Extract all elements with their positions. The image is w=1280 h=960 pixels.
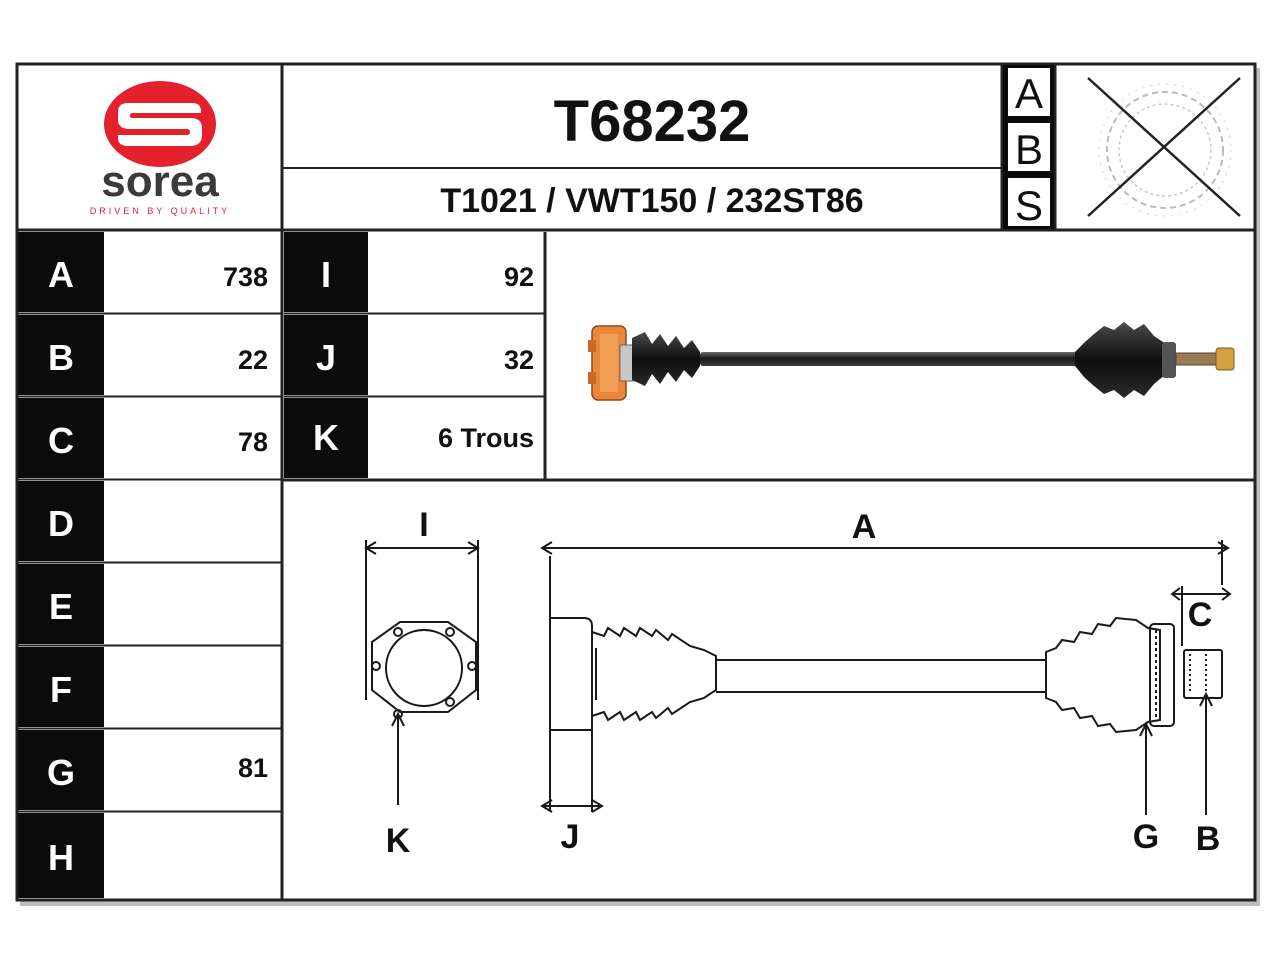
- specs-right-table: I 92 J 32 K 6 Trous: [282, 232, 1255, 482]
- spec-key: H: [48, 837, 74, 878]
- spec-row-k: K 6 Trous: [284, 398, 534, 478]
- part-number: T68232: [554, 89, 751, 154]
- stub-axle: [1175, 352, 1223, 366]
- shaft: [700, 352, 1090, 366]
- dim-label-k: K: [386, 822, 411, 860]
- spec-row-a: A 738: [18, 232, 268, 312]
- axle-nut: [1215, 347, 1235, 371]
- spec-key: I: [321, 254, 331, 295]
- dim-label-c: C: [1188, 596, 1213, 634]
- brand-tagline: DRIVEN BY QUALITY: [90, 206, 230, 216]
- outer-joint: [1162, 342, 1176, 378]
- diagram-labels: I A C K J G B: [386, 506, 1221, 860]
- dim-label-b: B: [1196, 820, 1221, 858]
- abs-letter-s: S: [1015, 182, 1043, 229]
- inner-flange: [588, 325, 635, 401]
- spec-key: E: [49, 586, 73, 627]
- spec-value: 81: [238, 753, 268, 783]
- dim-label-a: A: [852, 508, 877, 546]
- spec-row-f: F: [18, 647, 104, 727]
- spec-row-e: E: [18, 564, 104, 644]
- spec-row-i: I 92: [284, 232, 534, 312]
- spec-key: C: [48, 420, 74, 461]
- dim-label-g: G: [1133, 818, 1159, 856]
- spec-value: 92: [504, 262, 534, 292]
- cross-references: T1021 / VWT150 / 232ST86: [440, 182, 863, 220]
- spec-value: 738: [223, 262, 268, 292]
- technical-diagram: [364, 540, 1232, 815]
- outer-boot: [1075, 322, 1166, 398]
- abs-ring-crossed-icon: [1087, 77, 1241, 217]
- spec-value: 22: [238, 345, 268, 375]
- abs-letter-b: B: [1015, 126, 1043, 173]
- specs-left-table: A 738 B 22 C 78 D E F G: [18, 232, 282, 898]
- spec-value: 32: [504, 345, 534, 375]
- dim-label-j: J: [561, 818, 580, 856]
- inner-boot: [632, 332, 700, 386]
- spec-row-b: B 22: [18, 315, 268, 395]
- header: [17, 64, 1255, 900]
- brand-logo: sorea DRIVEN BY QUALITY: [90, 81, 230, 216]
- dim-label-i: I: [419, 506, 428, 544]
- spec-row-d: D: [18, 481, 104, 561]
- product-photo: [588, 322, 1235, 401]
- spec-key: B: [48, 337, 74, 378]
- flange-face-icon: [371, 621, 477, 719]
- spec-key: A: [48, 254, 74, 295]
- spec-value: 78: [238, 427, 268, 457]
- spec-row-j: J 32: [284, 315, 534, 395]
- spec-key: G: [47, 752, 75, 793]
- abs-letter-a: A: [1015, 70, 1043, 117]
- spec-key: J: [316, 337, 336, 378]
- spec-row-c: C 78: [18, 398, 268, 478]
- spec-key: F: [50, 669, 72, 710]
- spec-key: K: [313, 417, 339, 458]
- spec-row-g: G 81: [18, 730, 268, 810]
- spec-value: 6 Trous: [438, 423, 534, 453]
- spec-key: D: [48, 503, 74, 544]
- brand-name: sorea: [101, 157, 219, 206]
- spec-row-h: H: [18, 813, 104, 898]
